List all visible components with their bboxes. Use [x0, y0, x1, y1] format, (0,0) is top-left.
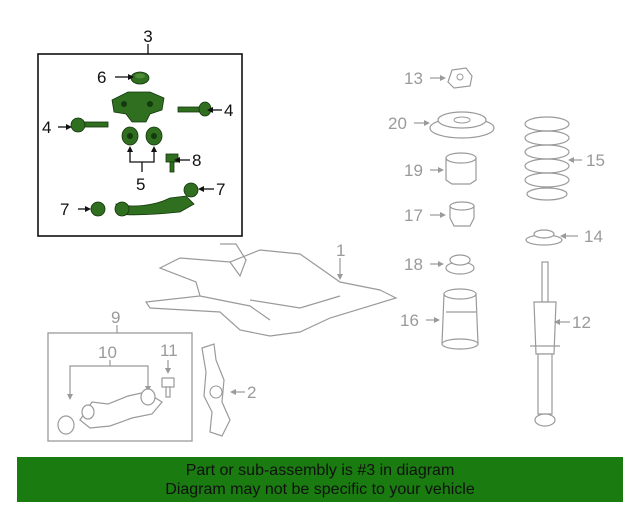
subassembly-3[interactable]: 3 6 4 4	[37, 27, 243, 237]
callout-18: 18	[404, 255, 423, 274]
part-17-bumper[interactable]	[449, 201, 475, 227]
part-11-ball-joint[interactable]	[161, 377, 175, 398]
callout-6: 6	[97, 68, 106, 87]
part-16-dust-boot[interactable]	[441, 288, 479, 350]
part-12-shock[interactable]	[530, 261, 560, 427]
callout-11: 11	[160, 341, 178, 360]
part-2-knuckle[interactable]	[201, 343, 231, 437]
part-19-bumper[interactable]	[445, 152, 477, 185]
callout-4-left: 4	[42, 118, 51, 137]
part-5-bushings[interactable]	[121, 126, 163, 146]
lower-link-arm[interactable]	[114, 195, 195, 217]
callout-20: 20	[388, 114, 407, 133]
callout-19: 19	[404, 161, 423, 180]
part-1-crossmember[interactable]	[144, 243, 398, 337]
callout-9: 9	[111, 308, 120, 327]
part-6-bushing[interactable]	[130, 71, 150, 85]
callout-5: 5	[136, 175, 145, 194]
callout-12: 12	[572, 313, 591, 332]
part-10-upper-arm[interactable]	[57, 388, 163, 435]
part-20-mount[interactable]	[429, 111, 495, 139]
part-18-bushing[interactable]	[445, 254, 475, 275]
callout-2: 2	[247, 383, 256, 402]
callout-15: 15	[586, 151, 605, 170]
callout-1: 1	[336, 241, 345, 260]
callout-17: 17	[404, 206, 423, 225]
callout-7-left: 7	[60, 200, 69, 219]
callout-3: 3	[143, 27, 152, 46]
parts-diagram: 3 6 4 4	[37, 27, 605, 442]
banner-line-1: Part or sub-assembly is #3 in diagram	[185, 462, 455, 479]
callout-8: 8	[192, 151, 201, 170]
part-13-nut[interactable]	[447, 67, 473, 89]
info-banner: Part or sub-assembly is #3 in diagram Di…	[17, 457, 623, 502]
callout-10: 10	[98, 343, 117, 362]
part-4-bolt-left[interactable]	[70, 117, 109, 133]
part-15-coil-spring[interactable]	[524, 116, 570, 201]
callout-4-right: 4	[224, 101, 233, 120]
part-7-bushing-right[interactable]	[183, 182, 199, 198]
callout-16: 16	[400, 311, 419, 330]
callout-7-right: 7	[216, 180, 225, 199]
part-7-bushing-left[interactable]	[90, 201, 106, 217]
callout-13: 13	[404, 69, 423, 88]
part-14-insulator[interactable]	[525, 229, 563, 246]
callout-14: 14	[584, 227, 603, 246]
banner-line-2: Diagram may not be specific to your vehi…	[165, 481, 475, 498]
crossmember-bracket[interactable]	[111, 91, 165, 123]
subassembly-9[interactable]: 9 10 11	[47, 308, 193, 442]
